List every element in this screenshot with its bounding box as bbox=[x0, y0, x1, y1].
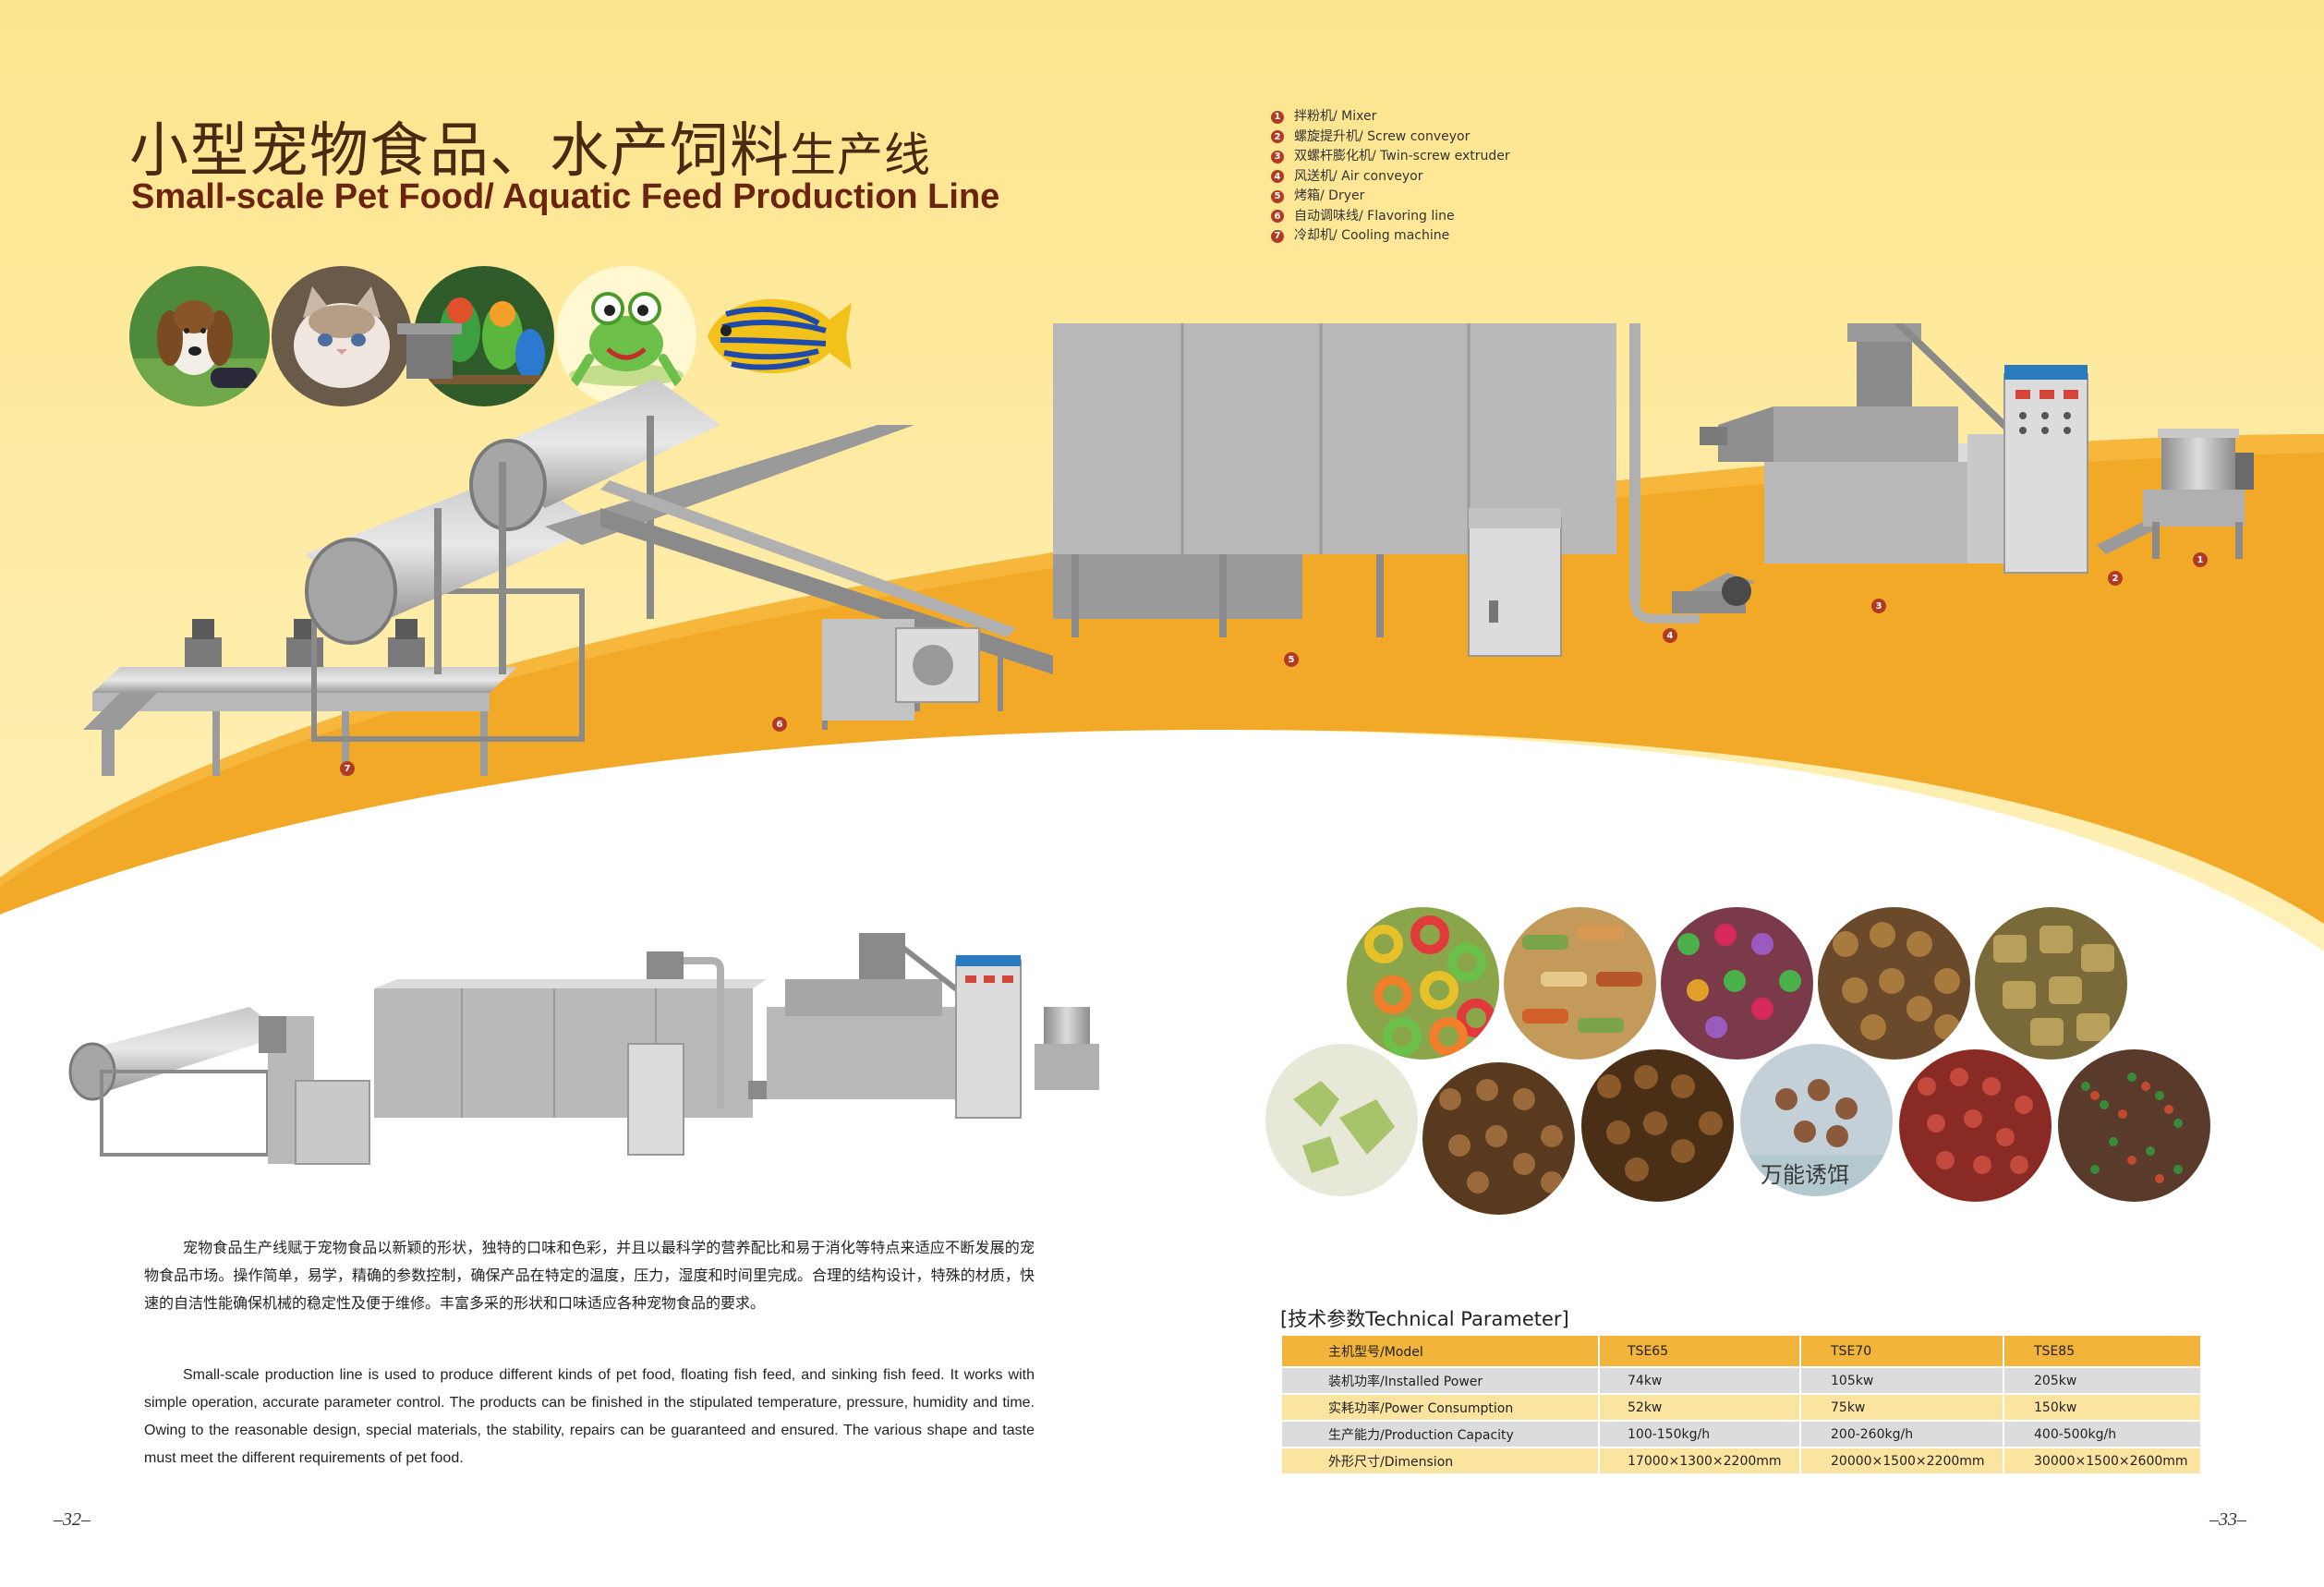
tech-params-title: [技术参数Technical Parameter] bbox=[1280, 1308, 1569, 1330]
food-green-shapes-photo bbox=[1265, 1044, 1418, 1196]
frog-cartoon bbox=[556, 266, 696, 406]
table-cell: 装机功率/Installed Power bbox=[1282, 1367, 1600, 1395]
table-cell: 75kw bbox=[1800, 1394, 2004, 1422]
table-cell: 30000×1500×2600mm bbox=[2003, 1448, 2202, 1475]
table-row: 外形尺寸/Dimension 17000×1300×2200mm 20000×1… bbox=[1282, 1448, 2202, 1475]
parrots-photo bbox=[414, 266, 554, 406]
flavoring-line-illustration bbox=[305, 323, 1053, 742]
production-line-illustration bbox=[83, 323, 2254, 776]
page-title-cn: 小型宠物食品、水产饲料生产线 bbox=[129, 103, 931, 188]
legend-number-badge: 7 bbox=[1271, 229, 1284, 243]
legend-number-badge: 3 bbox=[1271, 150, 1284, 164]
legend-item: 2 螺旋提升机/ Screw conveyor bbox=[1271, 127, 1510, 148]
table-cell: 外形尺寸/Dimension bbox=[1282, 1448, 1600, 1475]
food-pillows-photo bbox=[1975, 907, 2127, 1060]
table-row: 生产能力/Production Capacity 100-150kg/h 200… bbox=[1282, 1421, 2202, 1448]
food-brown-kibble-photo bbox=[1422, 1062, 1575, 1215]
legend-label: 螺旋提升机/ Screw conveyor bbox=[1294, 128, 1471, 144]
food-loops-photo bbox=[1347, 907, 1499, 1060]
legend-item: 6 自动调味线/ Flavoring line bbox=[1271, 207, 1510, 227]
food-dark-kibble-photo bbox=[1581, 1049, 1734, 1202]
bait-bag-text: 万能诱饵 bbox=[1761, 1162, 1849, 1188]
air-conveyor-illustration bbox=[1630, 573, 1755, 624]
page-number-right: –33– bbox=[2209, 1509, 2246, 1530]
legend-number-badge: 6 bbox=[1271, 210, 1284, 224]
equipment-legend: 1 拌粉机/ Mixer 2 螺旋提升机/ Screw conveyor 3 双螺杆膨… bbox=[1271, 107, 1510, 247]
marker-extruder: 3 bbox=[1871, 599, 1886, 613]
marker-flavoring-line: 6 bbox=[772, 717, 787, 732]
mixer-illustration bbox=[2097, 429, 2254, 559]
marker-mixer: 1 bbox=[2193, 552, 2208, 567]
table-cell: 52kw bbox=[1599, 1394, 1801, 1422]
legend-label: 冷却机/ Cooling machine bbox=[1294, 228, 1450, 243]
tech-params-table: 主机型号/Model TSE65 TSE70 TSE85 装机功率/Instal… bbox=[1282, 1336, 2202, 1475]
marker-cooling-machine: 7 bbox=[340, 761, 355, 776]
legend-number-badge: 1 bbox=[1271, 110, 1284, 124]
legend-label: 双螺杆膨化机/ Twin-screw extruder bbox=[1294, 149, 1510, 164]
table-cell: 17000×1300×2200mm bbox=[1599, 1448, 1801, 1475]
food-bones-photo bbox=[1504, 907, 1656, 1060]
table-cell: 实耗功率/Power Consumption bbox=[1282, 1394, 1600, 1422]
table-row: 装机功率/Installed Power 74kw 105kw 205kw bbox=[1282, 1367, 2202, 1395]
food-red-pellets-photo bbox=[1899, 1049, 2052, 1202]
title-cn-suffix: 生产线 bbox=[790, 128, 931, 182]
legend-label: 拌粉机/ Mixer bbox=[1294, 109, 1377, 124]
description-cn: 宠物食品生产线赋于宠物食品以新颖的形状，独特的口味和色彩，并且以最科学的营养配比… bbox=[144, 1239, 1035, 1312]
table-cell: 150kw bbox=[2003, 1394, 2202, 1422]
food-kibble-photo bbox=[1818, 907, 1970, 1060]
table-cell: 74kw bbox=[1599, 1367, 1801, 1395]
table-cell: 生产能力/Production Capacity bbox=[1282, 1421, 1600, 1448]
legend-item: 5 烤箱/ Dryer bbox=[1271, 187, 1510, 207]
legend-number-badge: 2 bbox=[1271, 130, 1284, 144]
legend-number-badge: 4 bbox=[1271, 170, 1284, 184]
legend-item: 4 风送机/ Air conveyor bbox=[1271, 167, 1510, 188]
small-production-line-illustration bbox=[68, 933, 1099, 1165]
legend-label: 风送机/ Air conveyor bbox=[1294, 168, 1423, 184]
table-cell: 100-150kg/h bbox=[1599, 1421, 1801, 1448]
legend-item: 1 拌粉机/ Mixer bbox=[1271, 107, 1510, 127]
angelfish-photo bbox=[698, 266, 855, 406]
table-cell: 205kw bbox=[2003, 1367, 2202, 1395]
legend-label: 自动调味线/ Flavoring line bbox=[1294, 208, 1455, 224]
description-en: Small-scale production line is used to p… bbox=[144, 1367, 1035, 1466]
table-cell: 20000×1500×2200mm bbox=[1800, 1448, 2004, 1475]
dryer-illustration bbox=[1053, 323, 1640, 657]
legend-item: 3 双螺杆膨化机/ Twin-screw extruder bbox=[1271, 147, 1510, 167]
marker-air-conveyor: 4 bbox=[1663, 628, 1677, 643]
marker-dryer: 5 bbox=[1284, 652, 1299, 667]
table-cell: 105kw bbox=[1800, 1367, 2004, 1395]
table-header-cell: TSE70 bbox=[1800, 1336, 2004, 1368]
page-title-en: Small-scale Pet Food/ Aquatic Feed Produ… bbox=[131, 177, 1000, 216]
table-cell: 400-500kg/h bbox=[2003, 1421, 2202, 1448]
table-header-cell: 主机型号/Model bbox=[1282, 1336, 1600, 1368]
legend-label: 烤箱/ Dryer bbox=[1294, 188, 1365, 203]
table-header-cell: TSE85 bbox=[2003, 1336, 2202, 1368]
title-cn-main: 小型宠物食品、水产饲料 bbox=[129, 117, 790, 186]
table-header-cell: TSE65 bbox=[1599, 1336, 1801, 1368]
table-cell: 200-260kg/h bbox=[1800, 1421, 2004, 1448]
legend-number-badge: 5 bbox=[1271, 189, 1284, 203]
food-fish-pellets-photo bbox=[2058, 1049, 2210, 1202]
twin-screw-extruder-illustration bbox=[1700, 323, 2088, 574]
page-number-left: –32– bbox=[54, 1509, 91, 1530]
marker-screw-conveyor: 2 bbox=[2108, 571, 2123, 586]
cooling-machine-illustration bbox=[83, 619, 517, 776]
table-header-row: 主机型号/Model TSE65 TSE70 TSE85 bbox=[1282, 1336, 2202, 1368]
table-row: 实耗功率/Power Consumption 52kw 75kw 150kw bbox=[1282, 1394, 2202, 1422]
food-colorful-photo bbox=[1661, 907, 1813, 1060]
cat-photo bbox=[272, 266, 412, 406]
legend-item: 7 冷却机/ Cooling machine bbox=[1271, 226, 1510, 247]
